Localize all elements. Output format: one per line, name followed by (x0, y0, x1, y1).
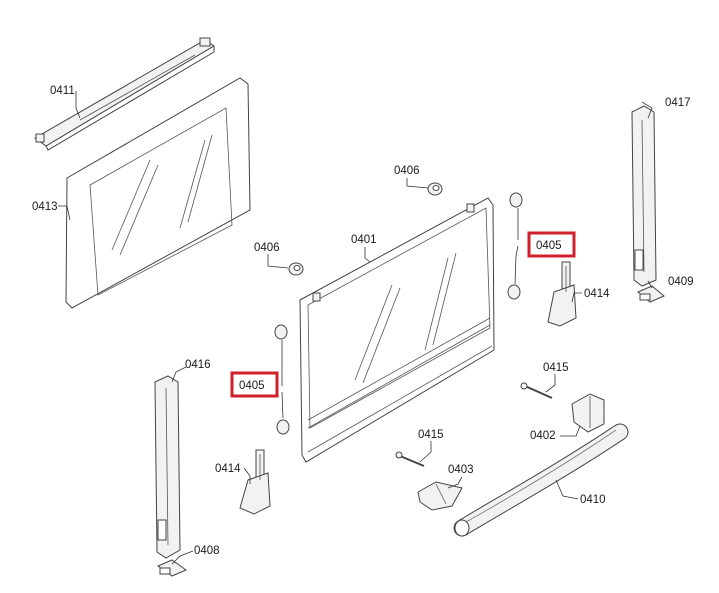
label-0415-left: 0415 (418, 429, 444, 441)
part-0401-inner-glass (299, 197, 495, 463)
part-0403-end-cap (417, 481, 463, 511)
label-0403: 0403 (448, 464, 474, 476)
label-0416: 0416 (185, 359, 211, 371)
part-0417-right-rail (631, 105, 657, 287)
part-0405-pad-right-lower (507, 284, 521, 300)
label-0401: 0401 (351, 234, 377, 246)
part-0413-outer-glass (65, 77, 251, 309)
part-0414-hinge-left (239, 449, 271, 515)
part-0416-left-rail (154, 375, 181, 559)
label-0414-left: 0414 (215, 463, 241, 475)
part-0405-pad-left-upper (274, 324, 288, 340)
label-0406-top: 0406 (394, 165, 420, 177)
part-0415-screw-right (520, 382, 553, 399)
label-0402: 0402 (530, 430, 556, 442)
label-0410: 0410 (580, 494, 606, 506)
part-0415-screw-left (395, 451, 425, 467)
part-0414-hinge-right (547, 261, 577, 327)
label-0415-right: 0415 (543, 362, 569, 374)
label-0409: 0409 (668, 276, 694, 288)
part-0406-bumper-top (427, 182, 443, 196)
label-0406-left: 0406 (254, 242, 280, 254)
highlight-box-0405-right (527, 231, 576, 258)
label-0408: 0408 (194, 545, 220, 557)
part-0411-top-trim (34, 37, 215, 151)
part-0409-right-bracket (637, 285, 665, 303)
part-0410-handle (453, 423, 629, 537)
label-0411: 0411 (50, 85, 75, 97)
part-0405-pad-left-lower (276, 419, 290, 435)
label-0417: 0417 (665, 97, 691, 109)
part-0402-end-cap (571, 393, 605, 433)
part-0406-bumper-left (288, 262, 304, 276)
leader-lines (58, 91, 653, 565)
label-0405-left: 0405 (239, 380, 265, 392)
label-0413: 0413 (32, 201, 58, 213)
part-0405-pad-right-upper (509, 192, 523, 208)
part-0408-left-bracket (156, 559, 188, 577)
highlight-box-0405-left (230, 371, 279, 398)
label-0405-right: 0405 (536, 240, 562, 252)
label-0414-right: 0414 (584, 288, 610, 300)
